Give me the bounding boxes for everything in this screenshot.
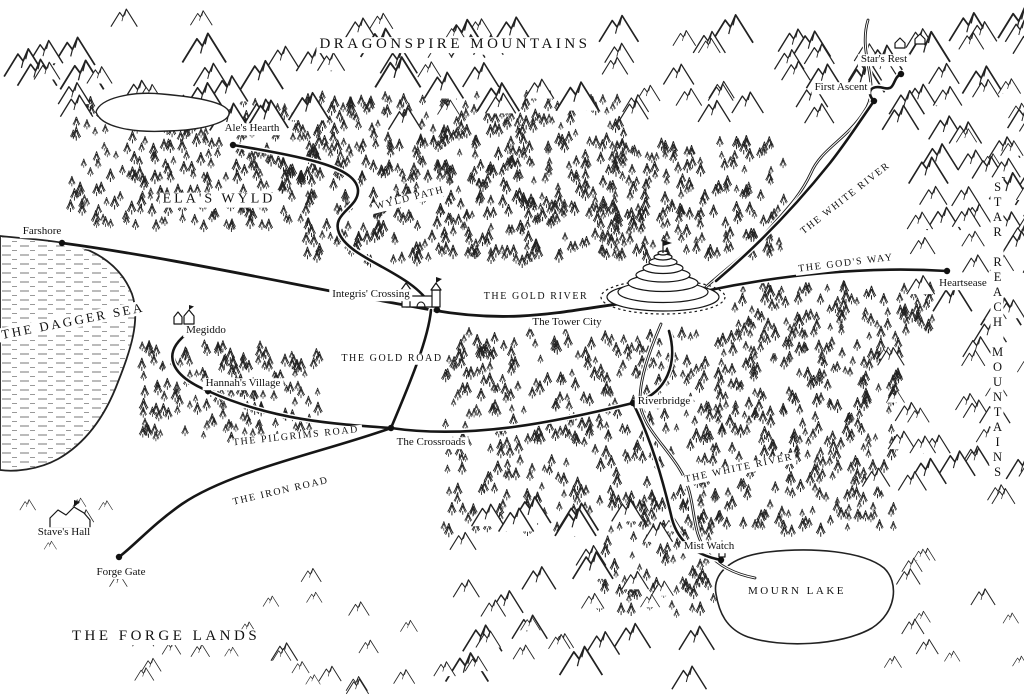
tower-city-icon: [600, 240, 726, 315]
hearth-lake: [95, 92, 230, 133]
road-gold-road: [389, 308, 433, 430]
forest-decor: [66, 89, 936, 619]
water-bodies: [0, 92, 895, 645]
road-iron-road: [117, 426, 393, 559]
dot-stars-rest: [897, 70, 905, 78]
dot-riverbridge: [629, 399, 637, 407]
dot-integris-crossing: [433, 306, 441, 314]
dot-mist-watch: [717, 556, 725, 564]
dot-crossroads: [387, 424, 395, 432]
dot-ales-hearth: [229, 141, 237, 149]
mist-watch-icon: [717, 540, 727, 558]
megiddo-icon: [173, 305, 195, 325]
dot-megiddo: [185, 328, 193, 336]
staves-hall-icon: [49, 500, 91, 529]
road-crossroads-riverbridge: [389, 329, 674, 434]
dot-farshore: [58, 239, 66, 247]
dagger-sea-water: [0, 235, 137, 472]
dot-forge-gate: [115, 553, 123, 561]
dot-hannahs-village: [204, 387, 212, 395]
dot-first-ascent: [870, 97, 878, 105]
dot-heartsease: [943, 267, 951, 275]
stars-rest-icon: [894, 33, 926, 49]
mourn-lake-water: [714, 549, 895, 645]
